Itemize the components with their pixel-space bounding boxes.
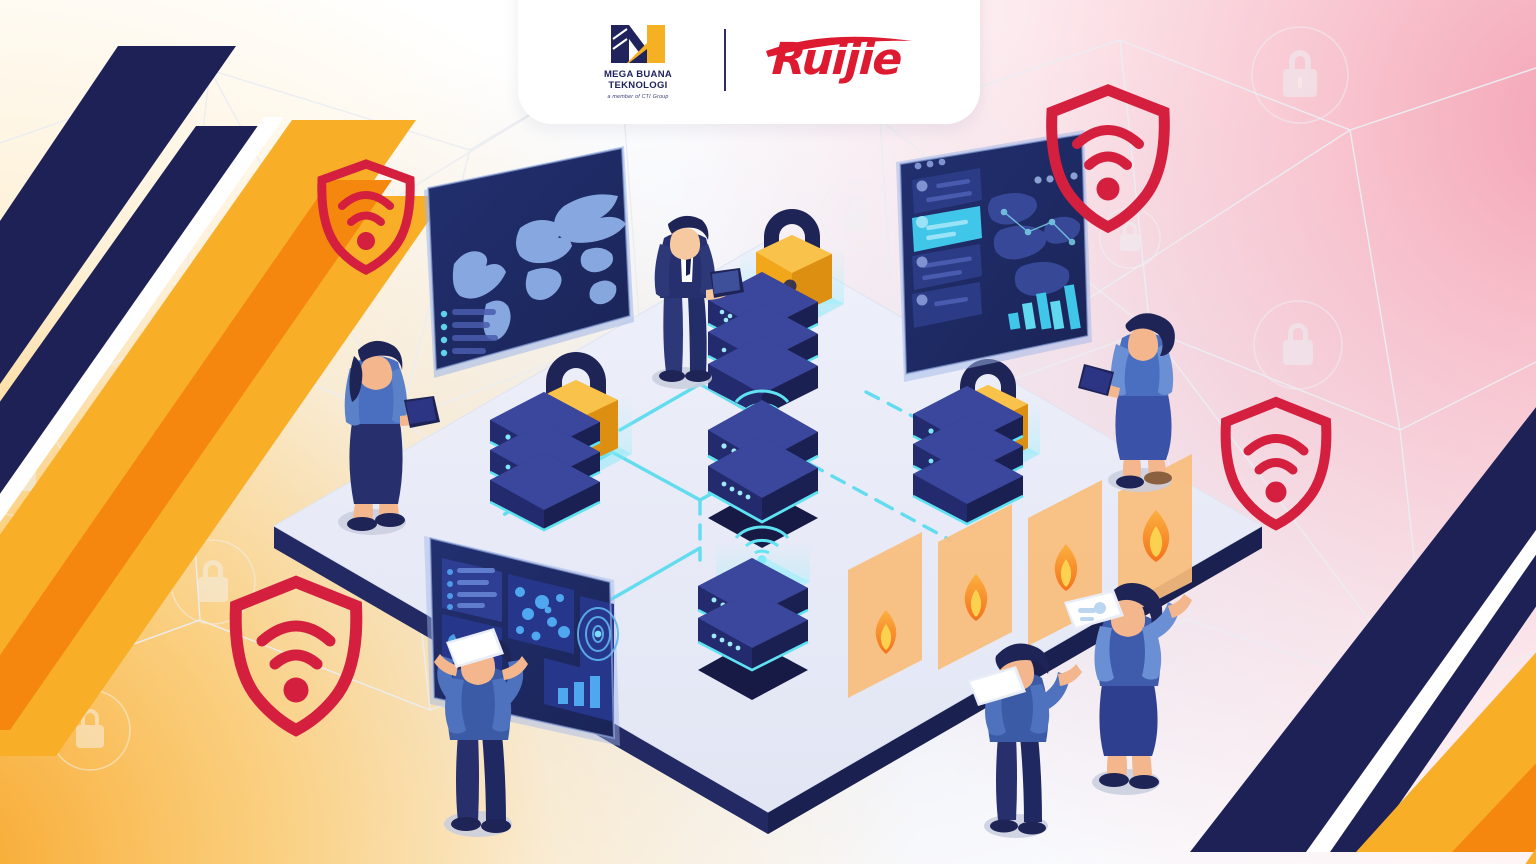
ruijie-swoosh-icon xyxy=(766,36,912,57)
firewall-panel[interactable] xyxy=(1118,454,1192,620)
man-in-suit-center[interactable] xyxy=(652,215,744,389)
analytics-dashboard-monitor[interactable] xyxy=(896,130,1092,382)
server-rack[interactable] xyxy=(489,392,601,532)
woman-at-firewall[interactable] xyxy=(1064,583,1192,795)
flame-icon xyxy=(1054,544,1078,591)
vendor-wordmark: Ruijie xyxy=(770,33,902,85)
brand-header-tab: MEGA BUANA TEKNOLOGI a member of CTI Gro… xyxy=(518,0,980,124)
partner-logo-tagline: a member of CTI Group xyxy=(607,94,669,100)
server-rack[interactable] xyxy=(697,558,809,700)
dashboard-map-graphic xyxy=(988,193,1081,296)
woman-with-tablet-right[interactable] xyxy=(1078,313,1175,492)
noc-panel-scatter xyxy=(508,574,574,654)
man-at-firewall[interactable] xyxy=(968,643,1082,839)
partner-logo-name-line2: TEKNOLOGI xyxy=(608,80,668,92)
server-rack[interactable] xyxy=(912,386,1024,526)
brand-row: MEGA BUANA TEKNOLOGI a member of CTI Gro… xyxy=(578,19,920,100)
server-rack[interactable] xyxy=(707,400,819,565)
world-map-monitor[interactable] xyxy=(424,146,634,378)
firewall-panel-group xyxy=(848,454,1192,698)
noc-panel-bars xyxy=(544,658,614,722)
monitor-list-rows xyxy=(440,309,498,357)
noc-panel-radar xyxy=(577,596,619,678)
partner-logo-name-line1: MEGA BUANA xyxy=(603,69,673,81)
flame-icon xyxy=(964,574,988,621)
firewall-panel[interactable] xyxy=(938,504,1012,670)
man-at-video-wall[interactable] xyxy=(434,628,528,837)
dashboard-bar-chart xyxy=(1008,284,1081,330)
mbt-m-monogram-icon xyxy=(611,25,665,64)
partner-logo-name: MEGA BUANA TEKNOLOGI xyxy=(604,69,672,91)
wifi-shield-icon xyxy=(317,159,415,276)
wifi-shield-icon xyxy=(1220,396,1332,531)
flame-icon xyxy=(1142,510,1170,562)
ribbon-group-top-left xyxy=(0,46,446,756)
dashboard-cards xyxy=(912,168,982,328)
partner-logo[interactable]: MEGA BUANA TEKNOLOGI a member of CTI Gro… xyxy=(578,19,698,100)
vendor-logo[interactable]: Ruijie xyxy=(752,29,920,91)
woman-with-tablet-left[interactable] xyxy=(338,340,440,535)
firewall-panel[interactable] xyxy=(848,532,922,698)
ribbon-group-bottom-right xyxy=(1190,407,1536,864)
wifi-shield-icon xyxy=(229,575,363,737)
noc-panel-list xyxy=(442,558,502,622)
wifi-shield-icon xyxy=(1046,84,1170,234)
vertical-divider xyxy=(724,28,726,91)
flame-icon xyxy=(875,610,897,654)
world-map-graphic xyxy=(452,194,626,340)
